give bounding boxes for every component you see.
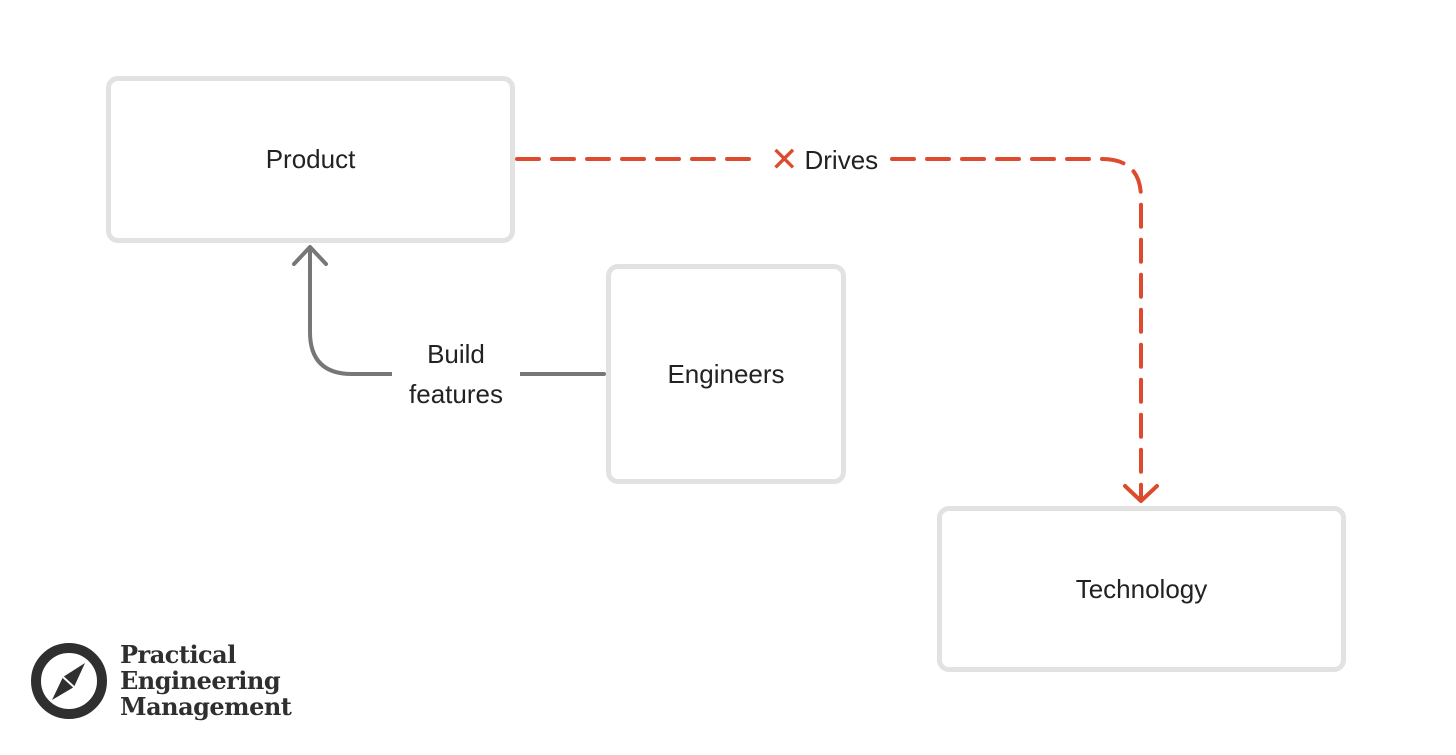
build-features-arrowhead (292, 245, 328, 266)
brand-logo: Practical Engineering Management (30, 640, 292, 721)
build-features-label-line2: features (409, 379, 503, 409)
brand-wordmark: Practical Engineering Management (120, 640, 292, 721)
cross-mark-icon: ✕ (770, 141, 799, 179)
drives-connector (515, 157, 1143, 499)
product-node[interactable]: Product (106, 76, 515, 243)
build-features-label: Build features (392, 334, 520, 414)
brand-line-3: Management (120, 692, 292, 721)
drives-arrowhead (1123, 484, 1159, 503)
drives-label-text: Drives (804, 145, 879, 175)
drives-label: ✕ Drives (766, 140, 883, 180)
technology-node-label: Technology (1075, 573, 1208, 604)
compass-icon (31, 643, 107, 719)
product-node-label: Product (265, 144, 356, 174)
brand-line-2: Engineering (120, 666, 281, 695)
build-features-label-line1: Build (427, 339, 485, 369)
technology-node[interactable]: Technology (937, 506, 1346, 672)
build-features-connector (308, 246, 606, 376)
brand-line-1: Practical (120, 640, 236, 669)
engineers-node[interactable]: Engineers (606, 264, 846, 484)
engineers-node-label: Engineers (667, 358, 785, 389)
